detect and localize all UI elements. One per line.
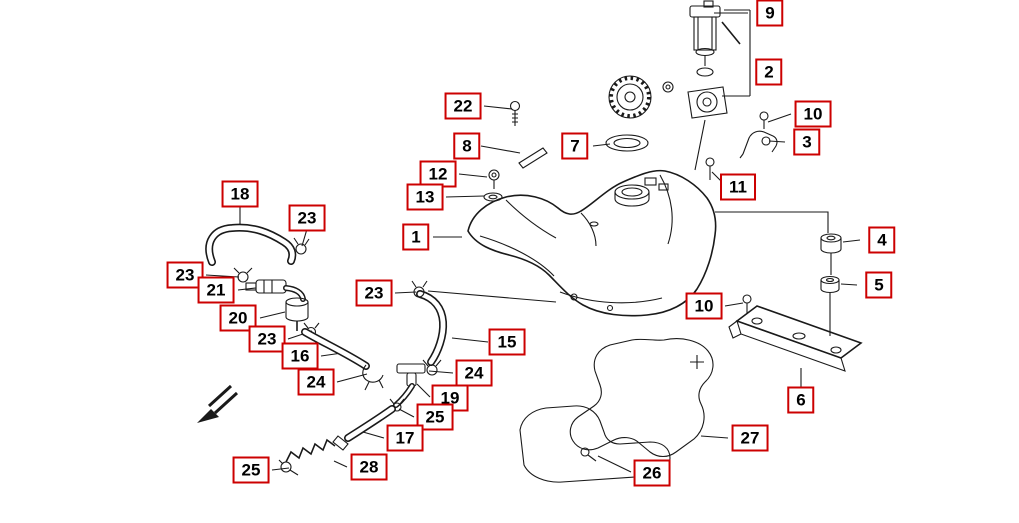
pump-gasket-plate	[687, 86, 728, 119]
fuel-line-assembly	[205, 223, 448, 476]
bolt-10-top	[759, 111, 769, 129]
hose-connector	[332, 435, 349, 451]
clamp-23-a	[293, 237, 310, 255]
grommet-4	[820, 233, 842, 254]
pump-strainer	[696, 67, 714, 77]
leader-lines	[205, 9, 861, 473]
filler-gasket-ring	[605, 134, 649, 152]
clamp-23-d	[411, 280, 428, 298]
filler-neck	[614, 184, 650, 200]
fuel-cap	[608, 75, 652, 119]
hose-18	[205, 223, 297, 266]
bracket-3	[739, 130, 778, 159]
clamp-24-a	[362, 364, 384, 391]
clip-pin-8	[518, 147, 548, 169]
bolt-10-bracket	[742, 294, 752, 313]
tee-fitting-19	[396, 363, 426, 387]
bolt-12	[488, 169, 500, 189]
bolt-22	[509, 100, 521, 126]
fuel-pump-assembly	[662, 0, 741, 119]
mat-27	[569, 338, 714, 458]
pump-connector-9	[703, 0, 714, 8]
clamp-23-b	[233, 267, 253, 283]
front-direction-arrow	[197, 384, 239, 423]
tank-bracket-6	[728, 305, 863, 372]
fuel-tank	[467, 169, 717, 317]
clamp-25-b	[278, 459, 299, 476]
fuel-sender-detail	[644, 177, 657, 186]
mat-alignment-cross	[690, 355, 704, 369]
spring-28	[285, 438, 336, 463]
bolt-11	[705, 157, 715, 180]
mat-26	[519, 405, 671, 483]
grommet-5	[820, 275, 840, 294]
joint-21	[245, 279, 287, 294]
pump-grommet	[662, 81, 674, 93]
filter-20	[285, 297, 309, 331]
